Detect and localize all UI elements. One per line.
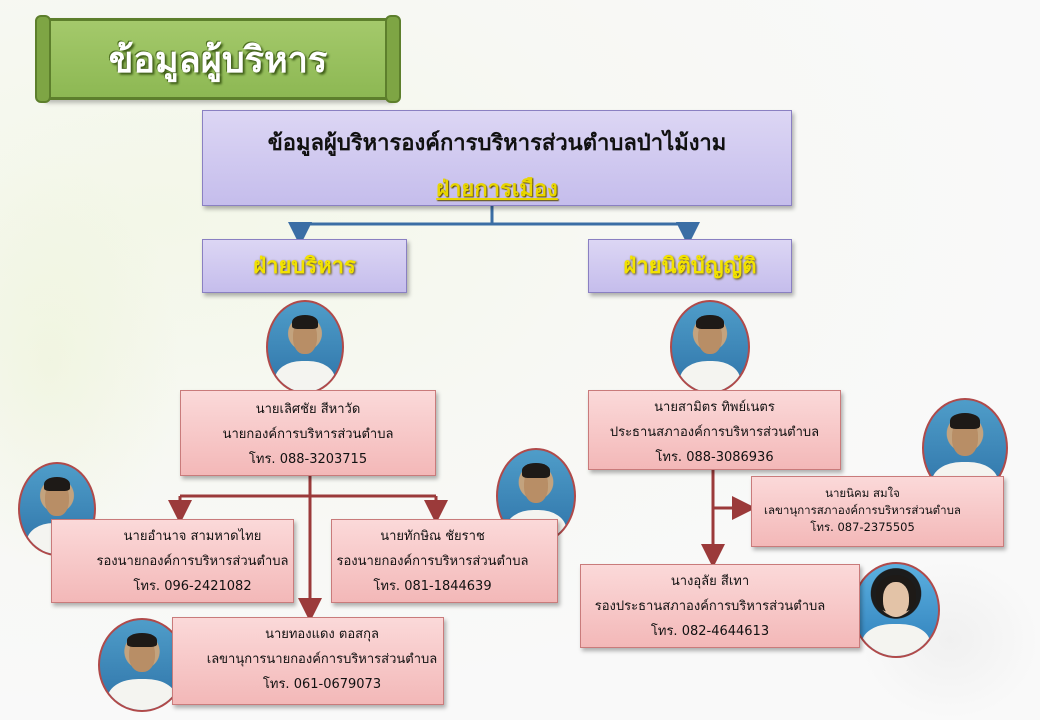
council-vice-card: นางอุลัย สีเทา รองประธานสภาองค์การบริหาร… (580, 564, 860, 648)
person-phone: โทร. 088-3086936 (655, 450, 774, 465)
person-position: รองนายกองค์การบริหารส่วนตำบล (96, 554, 289, 569)
person-name: นายทองแดง ตอสกุล (265, 627, 379, 642)
person-position: ประธานสภาองค์การบริหารส่วนตำบล (609, 425, 820, 440)
banner-scroll-right (385, 15, 401, 103)
person-phone: โทร. 088-3203715 (248, 452, 368, 467)
secretary-card: นายทองแดง ตอสกุล เลขานุการนายกองค์การบริ… (172, 617, 444, 705)
legislative-connector (701, 470, 756, 568)
org-title-box: ข้อมูลผู้บริหารองค์การบริหารส่วนตำบลป่าไ… (202, 110, 792, 206)
person-position: รองนายกองค์การบริหารส่วนตำบล (336, 554, 529, 569)
council-secretary-card: นายนิคม สมใจ เลขานุการสภาองค์การบริหารส่… (751, 476, 1004, 547)
person-phone: โทร. 061-0679073 (262, 677, 382, 692)
person-name: นายนิคม สมใจ (825, 486, 900, 500)
deputy2-card: นายทักษิณ ชัยราช รองนายกองค์การบริหารส่ว… (331, 519, 558, 603)
person-name: นายสามิตร ทิพย์เนตร (654, 400, 775, 415)
person-name: นายอำนาจ สามหาดไทย (123, 529, 262, 544)
secretary-photo (98, 618, 186, 712)
person-name: นายทักษิณ ชัยราช (380, 529, 485, 544)
dept-legislative: ฝ่ายนิติบัญญัติ (588, 239, 792, 293)
person-name: นายเลิศชัย สีหาวัด (255, 402, 361, 417)
person-phone: โทร. 096-2421082 (133, 579, 252, 594)
org-title: ข้อมูลผู้บริหารองค์การบริหารส่วนตำบลป่าไ… (267, 131, 727, 156)
person-phone: โทร. 082-4644613 (650, 624, 770, 639)
person-position: เลขานุการสภาองค์การบริหารส่วนตำบล (764, 503, 961, 517)
council-president-photo (670, 300, 750, 394)
title-banner: ข้อมูลผู้บริหาร (35, 15, 401, 103)
mayor-photo (266, 300, 344, 394)
org-subtitle: ฝ่ายการเมือง (436, 177, 558, 202)
council-president-card: นายสามิตร ทิพย์เนตร ประธานสภาองค์การบริห… (588, 390, 841, 470)
deputy1-card: นายอำนาจ สามหาดไทย รองนายกองค์การบริหารส… (51, 519, 294, 603)
person-phone: โทร. 081-1844639 (373, 579, 492, 594)
top-connector (288, 206, 700, 246)
council-vice-photo (852, 562, 940, 658)
banner-scroll-left (35, 15, 51, 103)
person-position: เลขานุการนายกองค์การบริหารส่วนตำบล (206, 652, 438, 667)
person-position: นายกองค์การบริหารส่วนตำบล (222, 427, 394, 442)
person-position: รองประธานสภาองค์การบริหารส่วนตำบล (594, 599, 826, 614)
executive-connector (168, 476, 448, 622)
person-phone: โทร. 087-2375505 (810, 520, 915, 534)
person-name: นางอุลัย สีเทา (670, 574, 750, 589)
mayor-card: นายเลิศชัย สีหาวัด นายกองค์การบริหารส่วน… (180, 390, 436, 476)
dept-executive: ฝ่ายบริหาร (202, 239, 407, 293)
banner-title: ข้อมูลผู้บริหาร (108, 40, 328, 81)
